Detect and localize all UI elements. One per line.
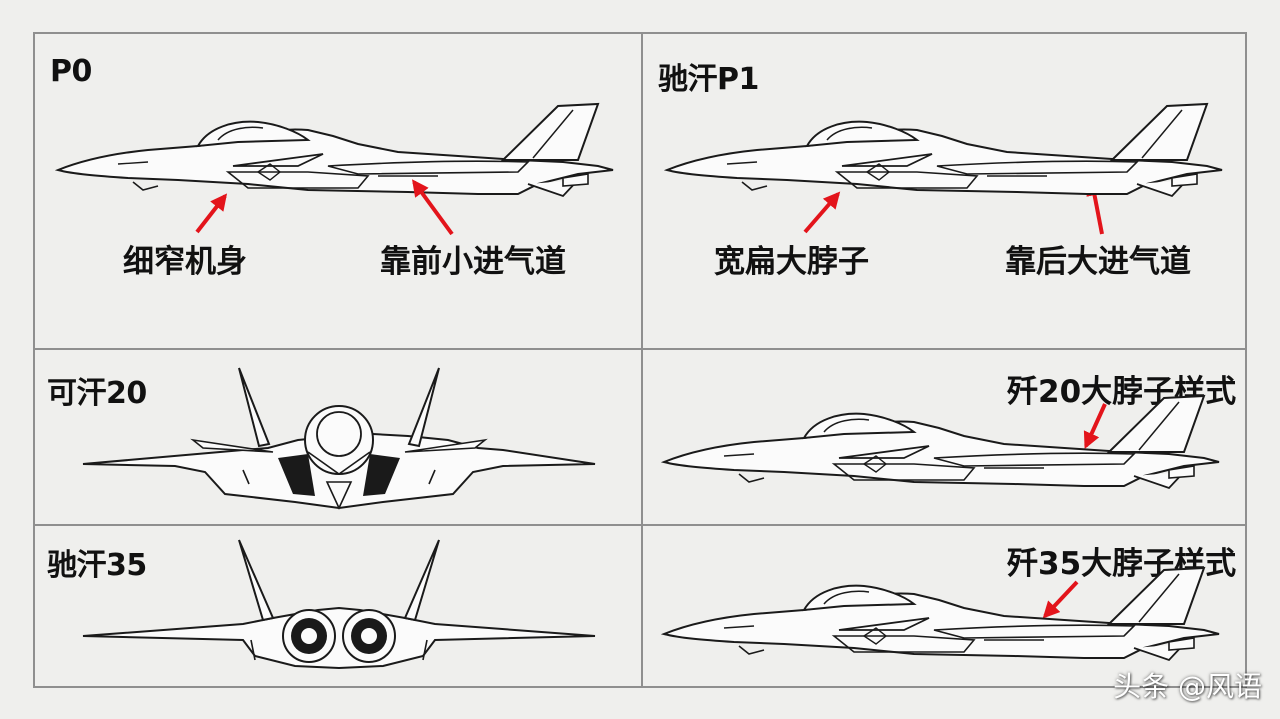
grid-divider-1 [35, 348, 1245, 350]
arrow-p1-neck [803, 191, 841, 234]
watermark: 头条 @风语 [1113, 670, 1262, 703]
arrow-p0-intake [412, 179, 454, 236]
annotation-p0-fuselage: 细窄机身 [123, 244, 247, 280]
jet-side-view-j35-style [663, 567, 1220, 661]
annotation-p1-intake: 靠后大进气道 [1005, 244, 1191, 280]
arrow-j35-style [1042, 580, 1079, 619]
annotation-p1-neck: 宽扁大脖子 [714, 244, 869, 280]
jet-side-view-p1 [666, 103, 1223, 197]
panel-title-p0: P0 [50, 54, 92, 89]
jet-front-view-chihan35 [82, 539, 596, 669]
jet-side-view-j20-style [663, 395, 1220, 489]
arrow-p0-fuselage [195, 193, 228, 234]
grid-divider-2 [35, 524, 1245, 526]
annotation-p0-intake: 靠前小进气道 [380, 244, 566, 280]
panel-title-kehan20: 可汗20 [47, 376, 147, 411]
diagram-grid [33, 32, 1247, 688]
panel-title-p1: 驰汗P1 [658, 62, 759, 97]
jet-front-view-kehan20 [82, 367, 596, 509]
arrow-j20-style [1083, 403, 1107, 450]
panel-title-chihan35: 驰汗35 [47, 548, 147, 583]
grid-vertical-divider [641, 34, 643, 686]
